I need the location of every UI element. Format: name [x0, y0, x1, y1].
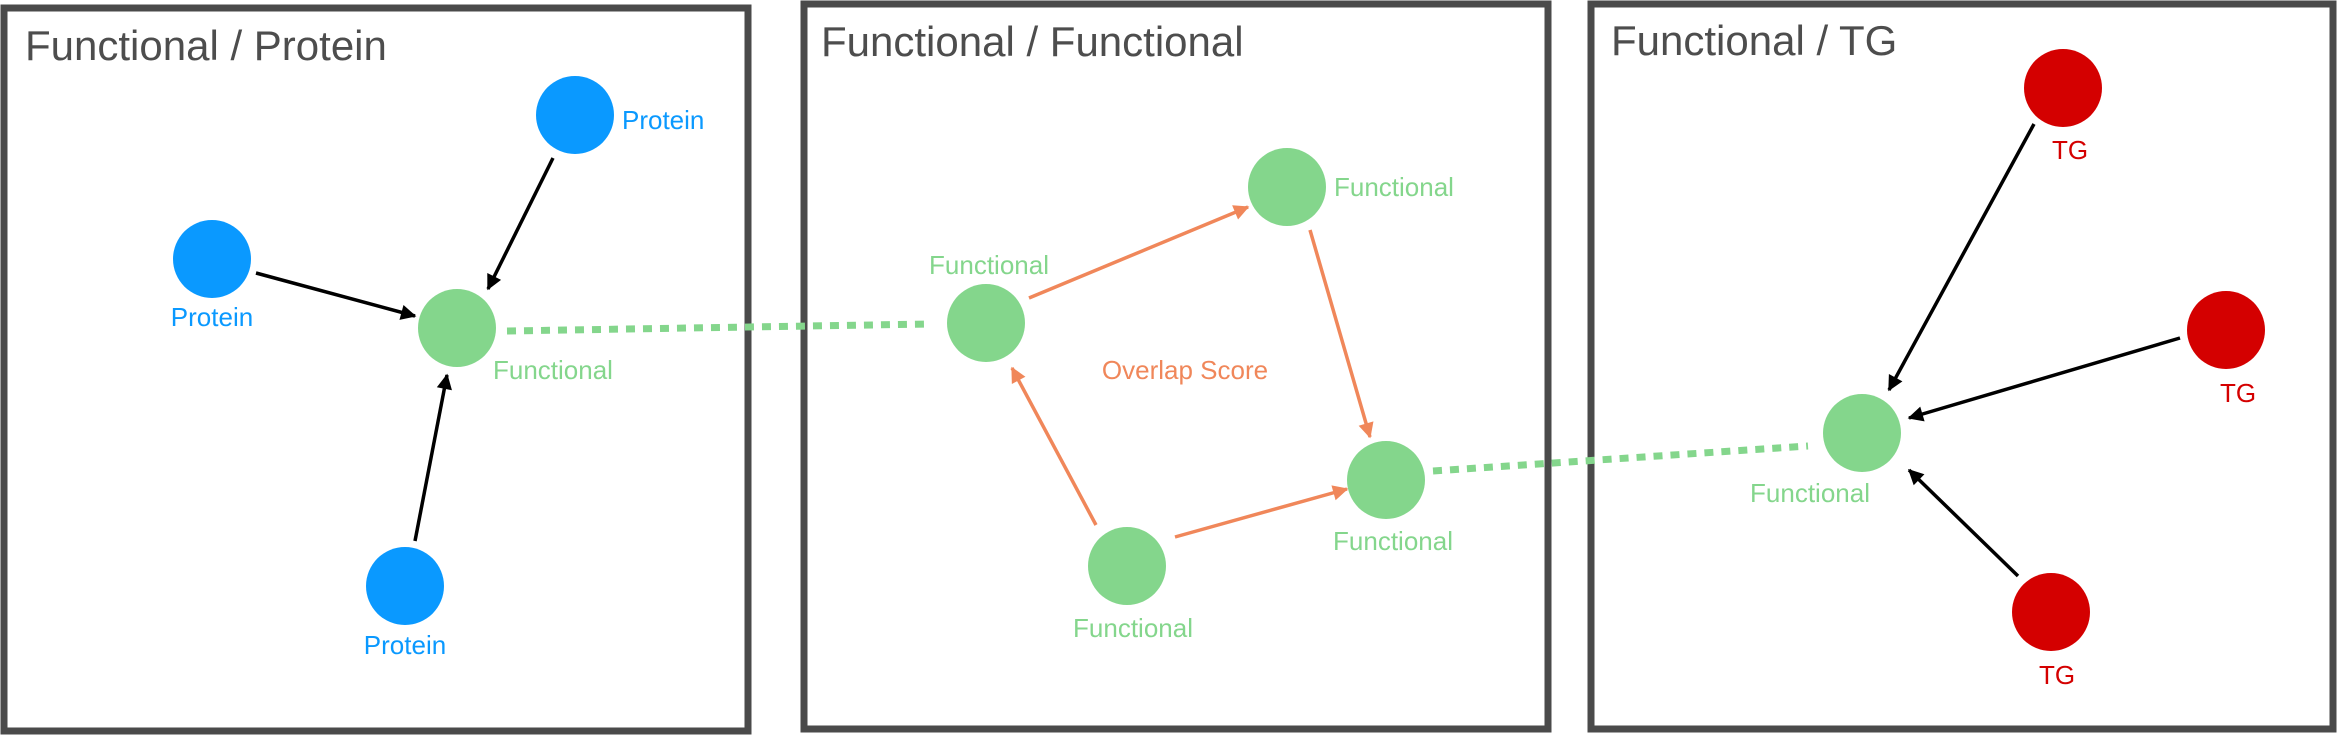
arrow-protein-top-to-functional — [486, 157, 555, 291]
overlap-score-label: Overlap Score — [1102, 355, 1268, 385]
functional-node-protein-hub — [418, 289, 496, 367]
protein-label-left: Protein — [171, 302, 253, 332]
functional-label-protein-hub: Functional — [493, 355, 613, 385]
tg-label-bottom: TG — [2039, 660, 2075, 690]
protein-label-top: Protein — [622, 105, 704, 135]
functional-label-overlap-right: Functional — [1333, 526, 1453, 556]
protein-node-bottom — [366, 547, 444, 625]
arrow-protein-left-to-functional — [255, 271, 417, 320]
functional-node-overlap-top — [1248, 148, 1326, 226]
functional-node-overlap-right — [1347, 441, 1425, 519]
functional-label-overlap-top: Functional — [1334, 172, 1454, 202]
tg-label-top: TG — [2052, 135, 2088, 165]
arrow-overlap-bottom-to-right — [1174, 485, 1349, 539]
functional-node-tg-hub — [1823, 394, 1901, 472]
tg-node-top — [2024, 49, 2102, 127]
arrow-tg-right-to-functional — [1907, 336, 2181, 422]
panel-protein-title: Functional / Protein — [25, 22, 387, 69]
arrow-overlap-bottom-to-left — [1010, 366, 1098, 526]
arrow-tg-bottom-to-functional — [1907, 468, 2020, 578]
functional-label-tg-hub: Functional — [1750, 478, 1870, 508]
panel-tg-frame — [1587, 0, 2337, 733]
arrow-tg-top-to-functional — [1887, 123, 2036, 392]
arrow-overlap-top-to-right — [1308, 229, 1374, 439]
dotted-link-functional-to-tg — [1432, 442, 1809, 475]
tg-node-bottom — [2012, 573, 2090, 651]
dotted-link-protein-to-functional — [506, 320, 931, 335]
panel-functional-title: Functional / Functional — [821, 18, 1244, 65]
functional-label-overlap-left: Functional — [929, 250, 1049, 280]
functional-node-overlap-bottom — [1088, 527, 1166, 605]
protein-label-bottom: Protein — [364, 630, 446, 660]
panel-protein-frame — [0, 4, 752, 735]
panel-tg-title: Functional / TG — [1611, 17, 1897, 64]
panel-functional-frame — [800, 0, 1552, 733]
arrow-overlap-left-to-top — [1028, 205, 1250, 300]
functional-label-overlap-bottom: Functional — [1073, 613, 1193, 643]
protein-node-top — [536, 76, 614, 154]
tg-node-right — [2187, 291, 2265, 369]
arrow-protein-bottom-to-functional — [413, 373, 452, 542]
tg-label-right: TG — [2220, 378, 2256, 408]
functional-node-overlap-left — [947, 284, 1025, 362]
protein-node-left — [173, 220, 251, 298]
